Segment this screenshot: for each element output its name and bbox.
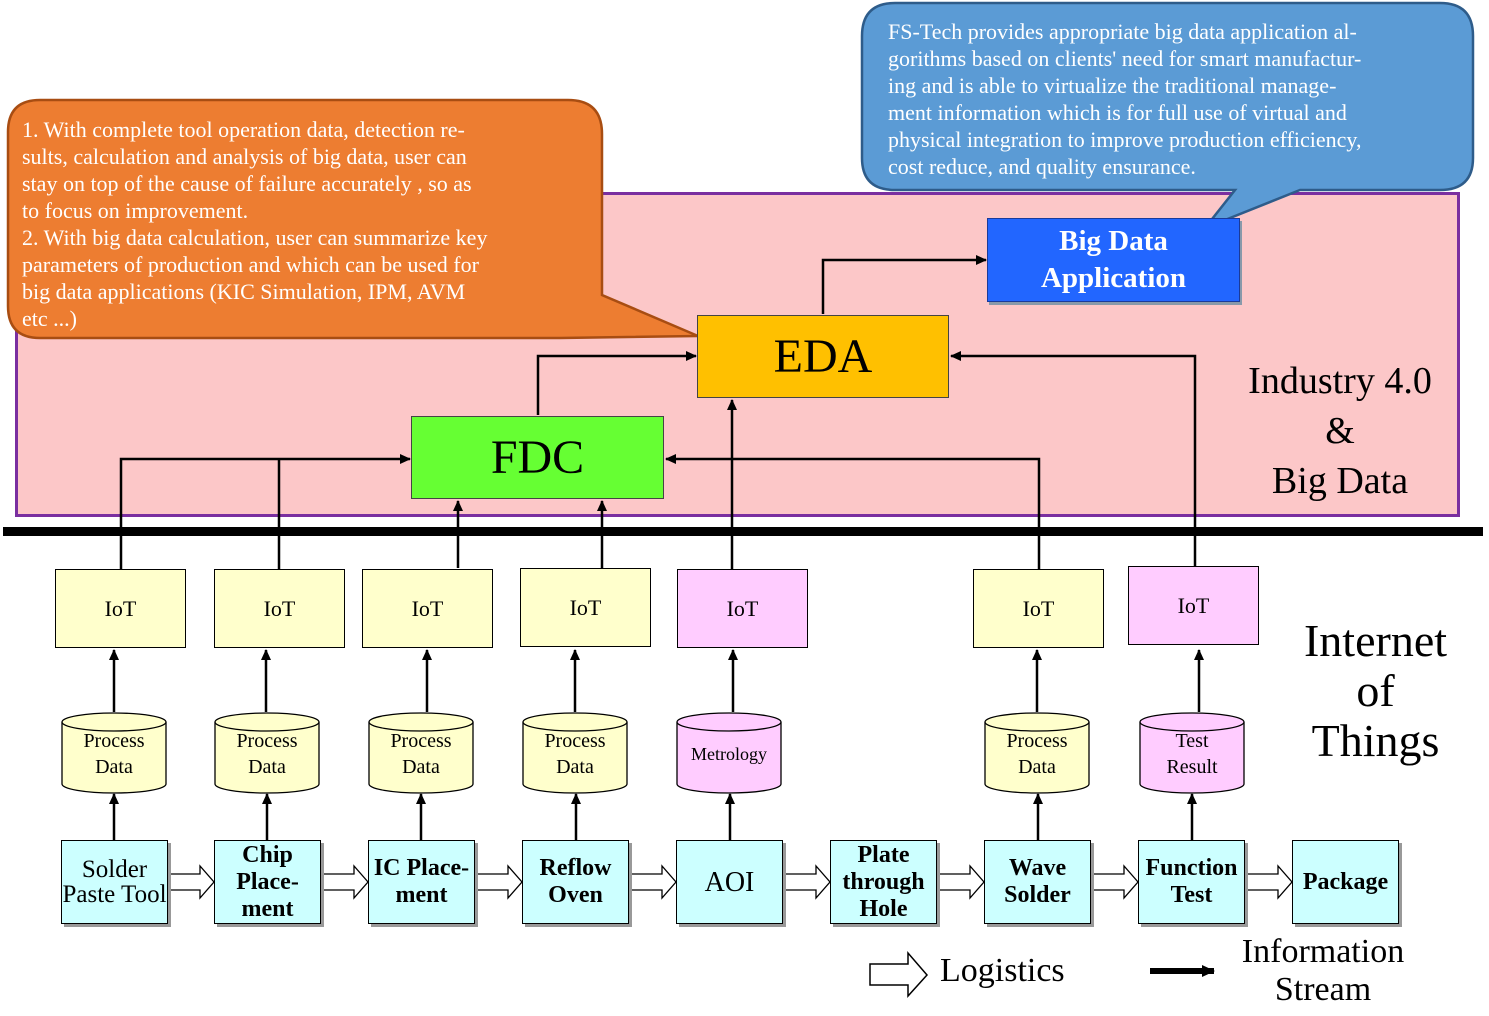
database-label: Process Data [390,730,452,778]
database-icon [522,712,628,794]
database-icon [61,712,167,794]
database-cylinder: Process Data [522,712,628,794]
iot-node: IoT [55,569,186,648]
database-icon [368,712,474,794]
orange-callout-text: 1. With complete tool operation data, de… [22,117,488,331]
database-icon [1139,712,1245,794]
database-cylinder: Process Data [214,712,320,794]
blue-callout-shape [860,1,1475,231]
database-label: Process Data [236,730,298,778]
database-label: Test Result [1166,730,1218,778]
station-package: Package [1292,840,1399,924]
blue-callout-text: FS-Tech provides appropriate big data ap… [888,19,1362,179]
orange-callout-shape [6,98,699,340]
database-cylinder: Process Data [61,712,167,794]
station-function-test: Function Test [1138,840,1245,924]
database-icon [676,712,782,794]
iot-node: IoT [362,569,493,648]
database-label: Metrology [691,744,767,764]
layer-divider [3,527,1483,536]
iot-node: IoT [677,569,808,648]
legend-logistics-arrow [869,950,929,998]
station-aoi: AOI [676,840,783,924]
station-reflow-oven: Reflow Oven [522,840,629,924]
database-icon [984,712,1090,794]
iot-node: IoT [973,569,1104,648]
internet-of-things-title: Internet of Things [1303,615,1448,766]
database-label: Process Data [544,730,606,778]
database-label: Process Data [1006,730,1068,778]
database-label: Process Data [83,730,145,778]
iot-node: IoT [214,569,345,648]
database-cylinder: Test Result [1139,712,1245,794]
station-plate-through-hole: Plate through Hole [830,840,937,924]
database-cylinder: Metrology [676,712,782,794]
iot-node: IoT [1128,566,1259,645]
station-solder-paste-tool: Solder Paste Tool [61,840,168,924]
industry-4-big-data-title: Industry 4.0 & Big Data [1248,360,1432,502]
eda-module: EDA [697,315,949,398]
station-ic-placement: IC Place-ment [368,840,475,924]
station-chip-placement: Chip Place-ment [214,840,321,924]
database-cylinder: Process Data [984,712,1090,794]
big-data-application-module: Big Data Application [987,218,1240,302]
iot-node: IoT [520,568,651,647]
legend-information-stream-label: Information Stream [1241,933,1405,1008]
station-wave-solder: Wave Solder [984,840,1091,924]
database-cylinder: Process Data [368,712,474,794]
fdc-module: FDC [411,416,664,499]
database-icon [214,712,320,794]
legend-logistics-label: Logistics [940,952,1065,989]
